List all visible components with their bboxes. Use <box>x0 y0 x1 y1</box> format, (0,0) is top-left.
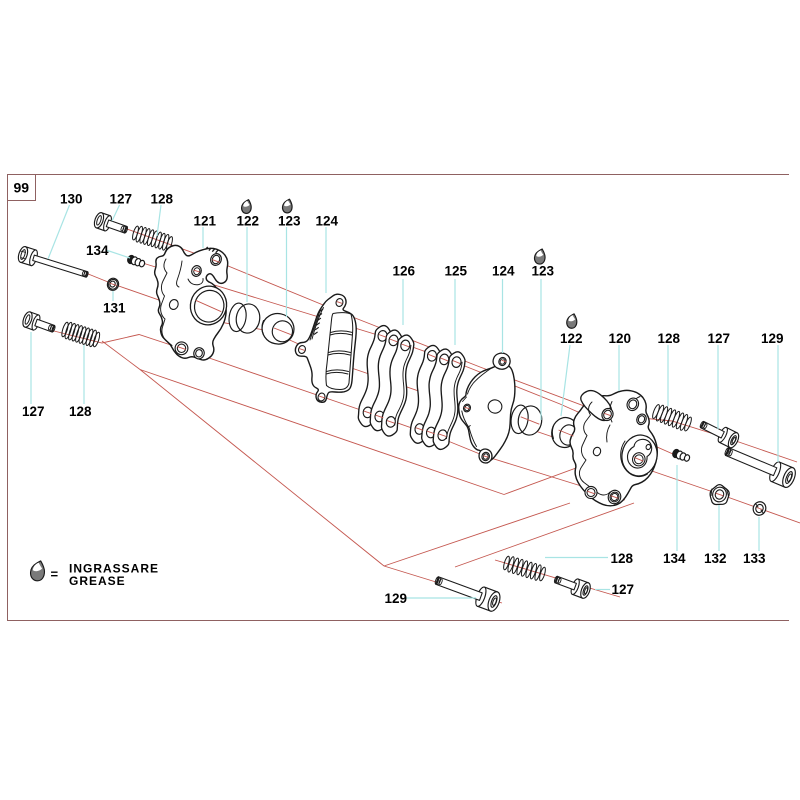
svg-text:122: 122 <box>237 214 260 229</box>
svg-text:133: 133 <box>743 551 766 566</box>
svg-text:124: 124 <box>492 264 515 279</box>
svg-text:127: 127 <box>708 331 731 346</box>
svg-text:134: 134 <box>663 551 686 566</box>
svg-text:125: 125 <box>445 264 468 279</box>
svg-text:129: 129 <box>385 591 408 606</box>
svg-text:127: 127 <box>612 582 635 597</box>
svg-text:128: 128 <box>611 551 634 566</box>
svg-text:123: 123 <box>532 264 555 279</box>
svg-text:128: 128 <box>151 192 174 207</box>
svg-text:129: 129 <box>761 331 784 346</box>
svg-text:121: 121 <box>194 214 217 229</box>
svg-text:134: 134 <box>86 243 109 258</box>
svg-text:130: 130 <box>60 192 83 207</box>
svg-text:INGRASSARE: INGRASSARE <box>69 562 159 576</box>
svg-text:124: 124 <box>316 214 339 229</box>
svg-text:122: 122 <box>560 331 583 346</box>
svg-text:126: 126 <box>393 264 416 279</box>
svg-text:=: = <box>51 567 59 582</box>
svg-text:128: 128 <box>69 404 92 419</box>
svg-text:GREASE: GREASE <box>69 574 126 588</box>
svg-text:128: 128 <box>658 331 681 346</box>
svg-text:99: 99 <box>14 180 30 196</box>
svg-text:123: 123 <box>278 214 301 229</box>
svg-text:120: 120 <box>609 331 632 346</box>
svg-text:127: 127 <box>110 192 133 207</box>
svg-text:132: 132 <box>704 551 727 566</box>
svg-text:127: 127 <box>22 404 45 419</box>
svg-text:131: 131 <box>103 301 126 316</box>
